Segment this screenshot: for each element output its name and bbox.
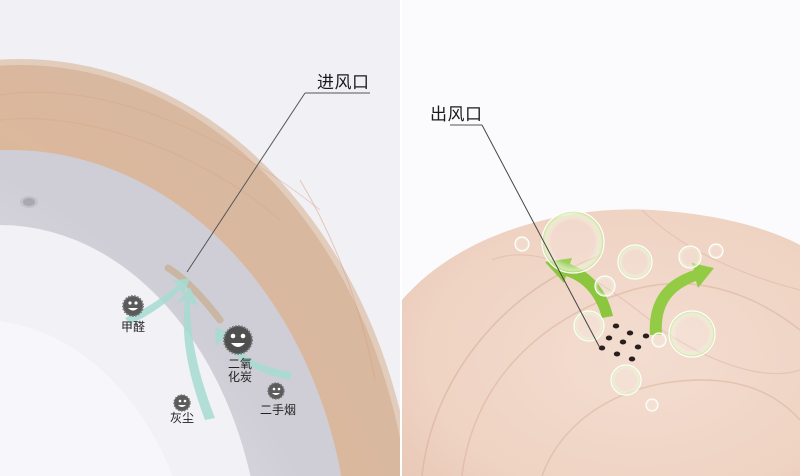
- intake-panel: 进风口 甲醛 二氧 化炭 灰尘 二手烟: [0, 59, 400, 476]
- clean-air-bubbles: [514, 210, 724, 412]
- purifier-bottom-illustration: [0, 59, 400, 476]
- intake-callout-label: 进风口: [317, 73, 370, 93]
- pollutant-icon-smoke: [267, 382, 285, 400]
- outlet-holes: [598, 323, 650, 362]
- pollutant-icon-formaldehyde: [122, 295, 144, 317]
- pollutant-label-smoke: 二手烟: [260, 403, 297, 417]
- pollutant-icon-dust: [173, 394, 191, 412]
- pollutant-icon-co2: [223, 325, 253, 355]
- purifier-top-illustration: [402, 124, 800, 476]
- pollutant-label-dust: 灰尘: [170, 411, 195, 425]
- pollutant-label-co2: 二氧 化炭: [228, 357, 253, 384]
- outlet-callout-label: 出风口: [430, 105, 483, 125]
- outlet-panel: 出风口: [402, 0, 800, 476]
- pollutant-label-formaldehyde: 甲醛: [121, 320, 146, 334]
- panel-divider: [400, 0, 402, 476]
